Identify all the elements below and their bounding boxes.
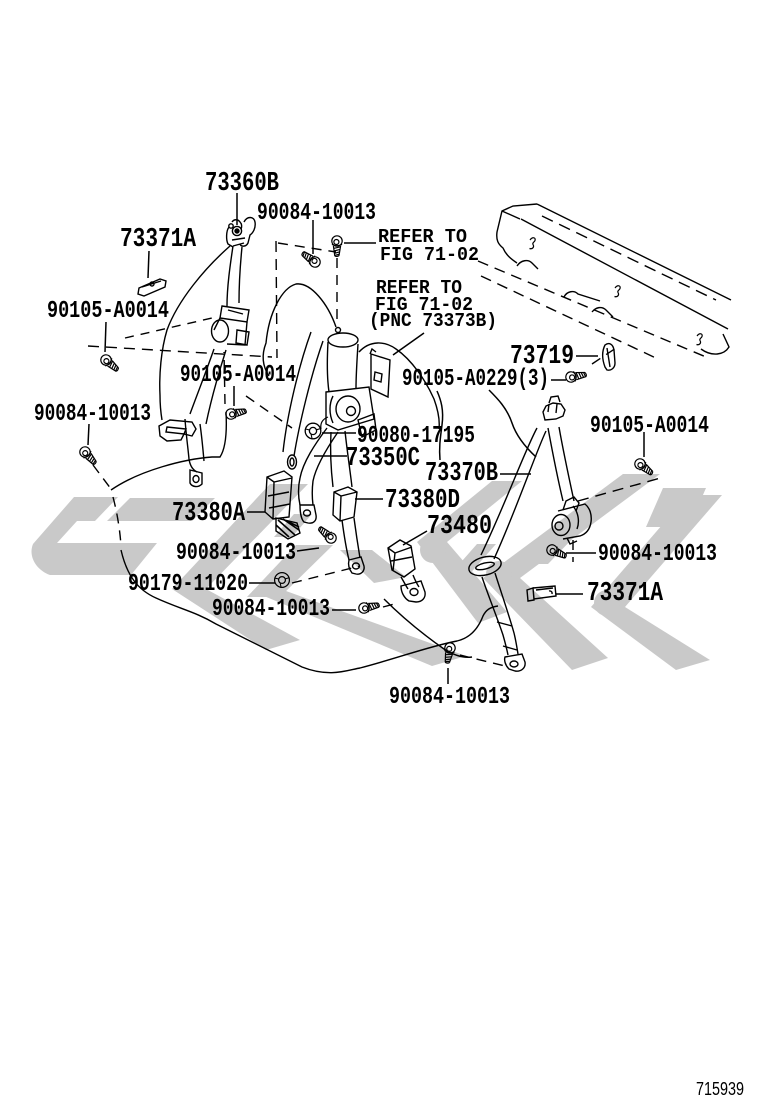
svg-text:FIG 71-02: FIG 71-02 [375,294,473,316]
svg-text:73380D: 73380D [385,485,460,515]
svg-text:90105-A0229(3): 90105-A0229(3) [402,366,549,393]
svg-text:73371A: 73371A [120,224,196,254]
svg-text:90179-11020: 90179-11020 [128,571,248,598]
svg-text:90084-10013: 90084-10013 [257,200,376,227]
svg-text:(PNC 73373B): (PNC 73373B) [369,310,497,332]
svg-text:73371A: 73371A [587,578,663,608]
svg-text:73350C: 73350C [346,443,420,473]
svg-text:90084-10013: 90084-10013 [389,684,510,711]
svg-text:73380A: 73380A [172,498,245,528]
svg-text:FIG 71-02: FIG 71-02 [380,244,479,266]
svg-text:715939: 715939 [696,1079,744,1099]
svg-text:90084-10013: 90084-10013 [176,540,296,567]
svg-text:REFER TO: REFER TO [376,277,462,299]
svg-text:90105-A0014: 90105-A0014 [47,298,169,325]
svg-text:90105-A0014: 90105-A0014 [590,413,709,440]
svg-text:90084-10013: 90084-10013 [34,401,151,428]
svg-text:90084-10013: 90084-10013 [598,541,717,568]
svg-text:73360B: 73360B [205,168,279,198]
svg-text:73480: 73480 [427,511,492,541]
svg-text:73719: 73719 [510,341,574,371]
svg-text:90084-10013: 90084-10013 [212,596,330,623]
svg-text:90105-A0014: 90105-A0014 [180,362,296,389]
svg-text:90080-17195: 90080-17195 [357,423,475,450]
svg-text:73370B: 73370B [425,458,498,488]
svg-text:REFER TO: REFER TO [378,226,467,248]
